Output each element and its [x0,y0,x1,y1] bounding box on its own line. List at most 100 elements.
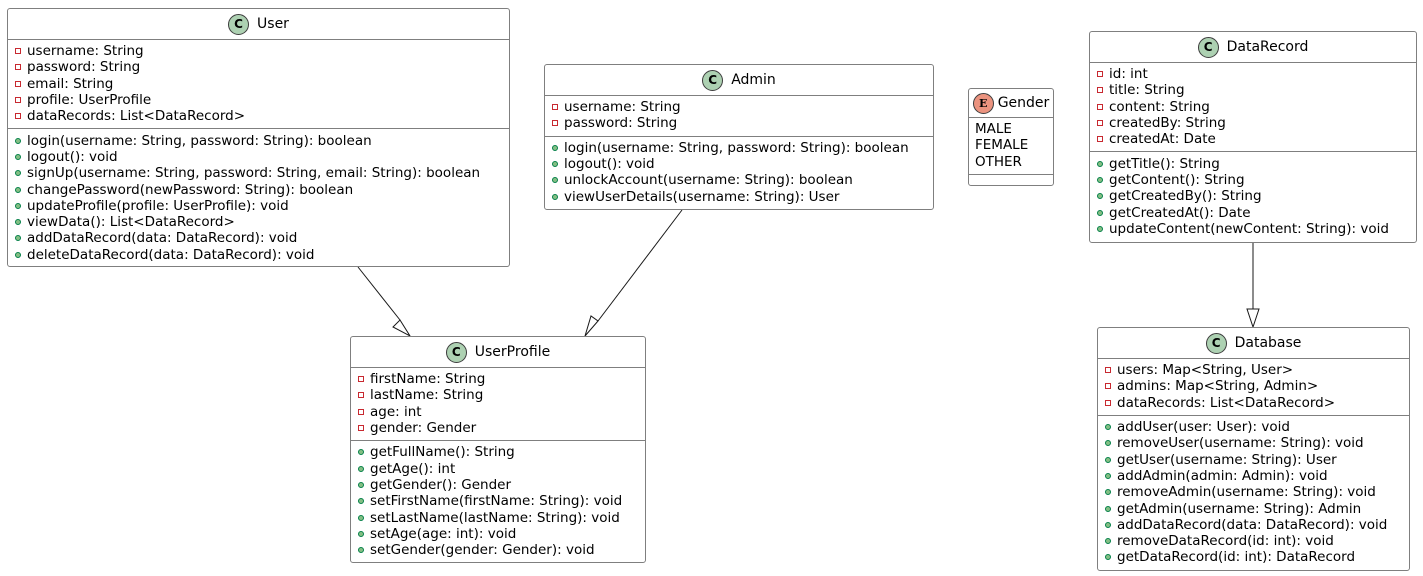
public-visibility-icon [15,251,21,258]
enum-literal: OTHER [969,154,1053,170]
public-visibility-icon [15,137,21,144]
class-database[interactable]: C Database users: Map<String, User>admin… [1097,327,1410,571]
private-visibility-icon [15,48,21,55]
class-icon: C [228,13,250,35]
public-visibility-icon [15,202,21,209]
field-row: email: String [8,76,509,92]
public-visibility-icon [15,219,21,226]
class-database-fields: users: Map<String, User>admins: Map<Stri… [1098,358,1409,415]
class-user-name: User [257,16,289,32]
field-row: username: String [8,43,509,59]
member-text: updateProfile(profile: UserProfile): voi… [27,197,289,214]
private-visibility-icon [15,64,21,71]
method-row: viewData(): List<DataRecord> [8,214,509,230]
enum-literal-text: FEMALE [975,137,1029,154]
private-visibility-icon [1097,103,1103,110]
public-visibility-icon [1097,160,1103,167]
class-icon: C [702,69,724,91]
member-text: gender: Gender [370,420,477,437]
public-visibility-icon [15,186,21,193]
public-visibility-icon [1097,193,1103,200]
public-visibility-icon [1105,440,1111,447]
member-text: updateContent(newContent: String): void [1109,220,1389,237]
member-text: signUp(username: String, password: Strin… [27,165,481,182]
public-visibility-icon [552,193,558,200]
method-row: getCreatedAt(): Date [1090,204,1416,221]
member-text: profile: UserProfile [27,92,152,109]
private-visibility-icon [358,425,364,432]
method-row: unlockAccount(username: String): boolean [545,172,933,188]
public-visibility-icon [358,449,364,456]
edge-admin-userprofile [584,209,683,337]
field-row: title: String [1090,82,1416,98]
member-text: createdAt: Date [1109,131,1216,148]
member-text: viewUserDetails(username: String): User [564,188,840,205]
private-visibility-icon [1097,87,1103,94]
method-row: logout(): void [8,149,509,165]
method-row: updateContent(newContent: String): void [1090,221,1416,237]
field-row: username: String [545,99,933,115]
member-text: addDataRecord(data: DataRecord): void [1117,516,1388,533]
field-row: profile: UserProfile [8,92,509,108]
class-admin-name: Admin [731,72,776,88]
field-row: gender: Gender [351,420,645,436]
member-text: getFullName(): String [370,444,515,461]
member-text: changePassword(newPassword: String): boo… [27,181,354,198]
member-text: setGender(gender: Gender): void [370,542,595,559]
class-icon: C [445,341,467,363]
field-row: users: Map<String, User> [1098,362,1409,378]
private-visibility-icon [358,376,364,383]
member-text: logout(): void [27,148,118,165]
enum-literal-text: MALE [975,121,1012,138]
method-row: changePassword(newPassword: String): boo… [8,181,509,198]
class-user-methods: login(username: String, password: String… [8,128,509,266]
public-visibility-icon [1105,424,1111,431]
method-row: getGender(): Gender [351,477,645,493]
public-visibility-icon [358,465,364,472]
enum-literal: FEMALE [969,137,1053,153]
enum-gender-methods [969,173,1053,181]
private-visibility-icon [1097,71,1103,78]
method-row: login(username: String, password: String… [545,140,933,156]
method-row: getDataRecord(id: int): DataRecord [1098,549,1409,565]
public-visibility-icon [358,481,364,488]
member-text: dataRecords: List<DataRecord> [1117,394,1336,411]
public-visibility-icon [358,530,364,537]
member-text: getAge(): int [370,460,456,477]
method-row: addUser(user: User): void [1098,419,1409,435]
member-text: setAge(age: int): void [370,525,517,542]
public-visibility-icon [358,547,364,554]
class-user-header: C User [8,9,509,39]
member-text: addAdmin(admin: Admin): void [1117,467,1328,484]
private-visibility-icon [15,97,21,104]
class-userprofile-name: UserProfile [474,344,551,360]
method-row: addDataRecord(data: DataRecord): void [1098,517,1409,533]
class-datarecord-header: C DataRecord [1090,32,1416,62]
member-text: removeDataRecord(id: int): void [1117,533,1334,550]
member-text: getTitle(): String [1109,155,1220,172]
method-row: logout(): void [545,156,933,172]
member-text: getCreatedBy(): String [1109,188,1262,205]
enum-gender-header: E Gender [969,89,1053,117]
public-visibility-icon [1097,176,1103,183]
class-icon: C [1205,332,1227,354]
member-text: password: String [564,115,678,132]
edge-user-userprofile [357,266,412,338]
member-text: dataRecords: List<DataRecord> [27,108,246,125]
private-visibility-icon [358,408,364,415]
field-row: firstName: String [351,371,645,387]
member-text: login(username: String, password: String… [564,139,909,156]
member-text: getAdmin(username: String): Admin [1117,500,1362,517]
public-visibility-icon [358,498,364,505]
